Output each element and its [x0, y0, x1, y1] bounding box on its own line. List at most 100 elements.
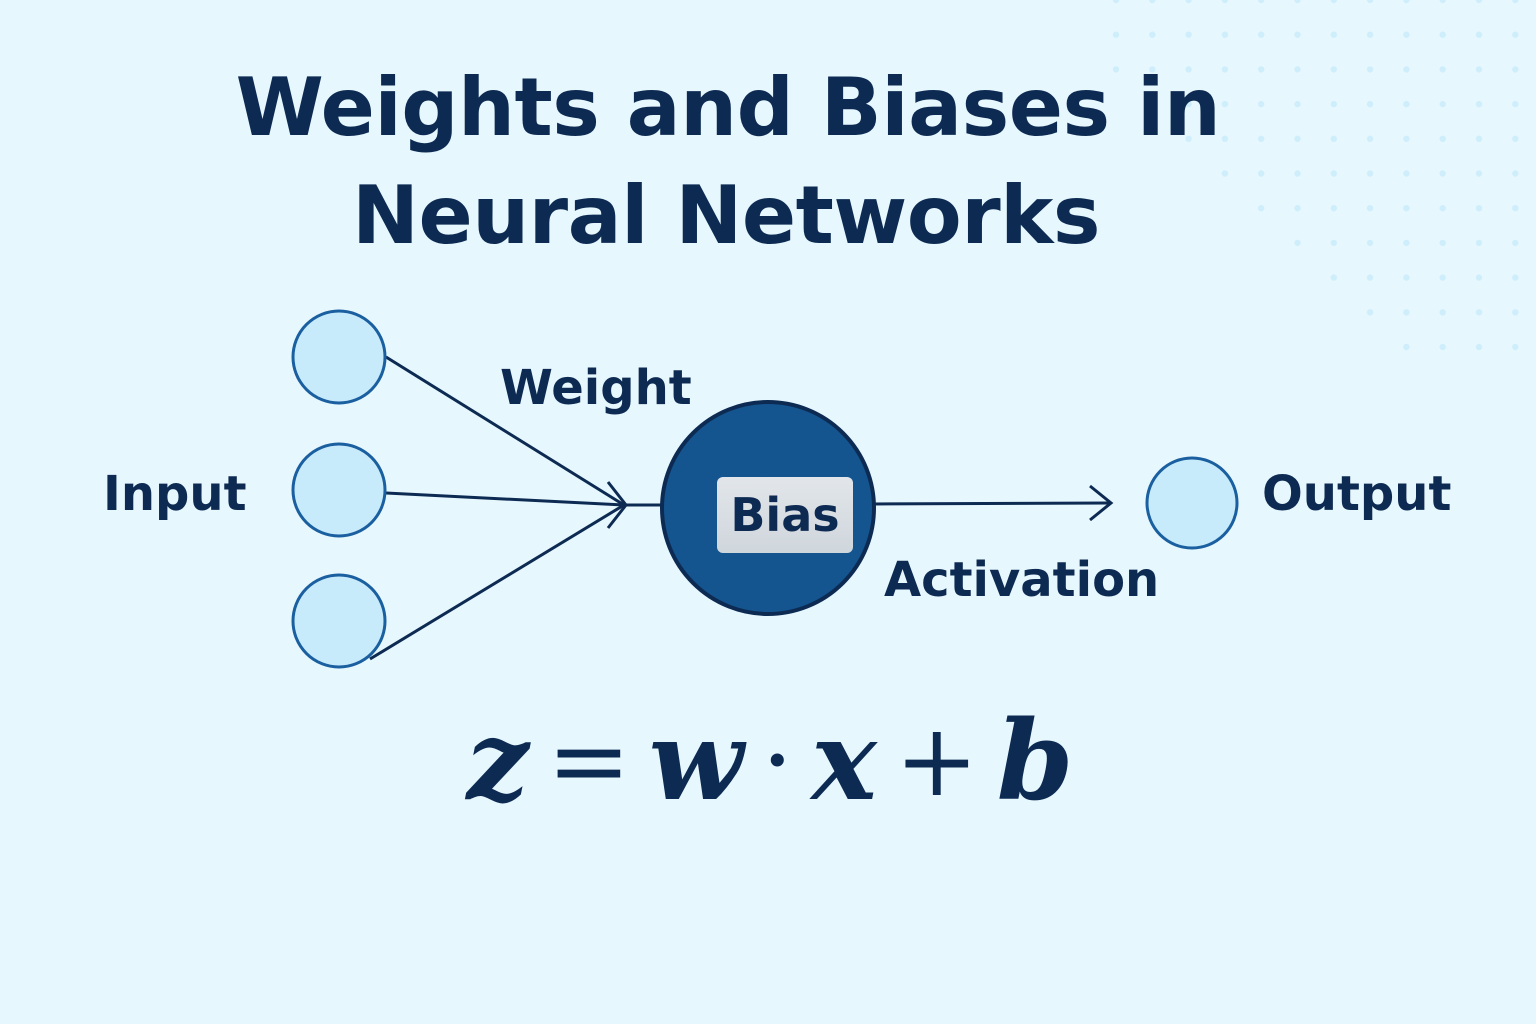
pattern-dot — [1185, 135, 1192, 142]
pattern-dot — [1403, 135, 1410, 142]
weight-label: Weight — [500, 360, 692, 416]
formula-equals: = — [546, 701, 631, 819]
pattern-dot — [1330, 170, 1338, 177]
pattern-dot — [1366, 170, 1374, 177]
pattern-dot — [1185, 100, 1192, 108]
pattern-dot — [1366, 309, 1374, 316]
pattern-dot — [1475, 31, 1483, 38]
formula-x: x — [811, 695, 877, 825]
pattern-dot — [1366, 239, 1374, 247]
formula: z = w · x + b — [466, 696, 1073, 825]
pattern-dot — [1366, 135, 1374, 142]
pattern-dot — [1403, 100, 1410, 108]
pattern-dot — [1330, 239, 1338, 247]
pattern-dot — [1403, 66, 1410, 73]
pattern-dot — [1294, 100, 1301, 108]
output-node — [1145, 456, 1239, 550]
pattern-dot — [1112, 31, 1120, 38]
weight-edge-1 — [385, 355, 625, 507]
pattern-dot — [1221, 135, 1229, 142]
pattern-dot — [1512, 66, 1519, 73]
formula-plus: + — [894, 701, 979, 819]
pattern-dot — [1258, 0, 1265, 4]
pattern-dot — [1221, 31, 1229, 38]
pattern-dot — [1221, 66, 1229, 73]
input-node-1 — [291, 309, 387, 405]
pattern-dot — [1221, 0, 1229, 4]
pattern-dot — [1149, 31, 1156, 38]
pattern-dot — [1439, 135, 1446, 142]
pattern-dot — [1403, 170, 1410, 177]
input-label: Input — [103, 466, 247, 522]
formula-dot: · — [761, 701, 794, 819]
pattern-dot — [1330, 135, 1338, 142]
page-title-line-1: Weights and Biases in — [235, 61, 1221, 154]
pattern-dot — [1475, 309, 1483, 316]
pattern-dot — [1366, 205, 1374, 212]
activation-arrowhead-icon — [1089, 484, 1114, 522]
pattern-dot — [1112, 0, 1120, 4]
output-label: Output — [1262, 466, 1452, 522]
pattern-dot — [1149, 100, 1156, 108]
pattern-dot — [1258, 135, 1265, 142]
pattern-dot — [1439, 100, 1446, 108]
pattern-dot — [1439, 309, 1446, 316]
pattern-dot — [1475, 135, 1483, 142]
pattern-dot — [1330, 274, 1338, 281]
pattern-dot — [1439, 66, 1446, 73]
pattern-dot — [1403, 343, 1410, 351]
formula-b: b — [996, 695, 1074, 825]
pattern-dot — [1258, 170, 1265, 177]
pattern-dot — [1512, 343, 1519, 351]
pattern-dot — [1294, 170, 1301, 177]
pattern-dot — [1475, 170, 1483, 177]
pattern-dot — [1475, 343, 1483, 351]
pattern-dot — [1512, 309, 1519, 316]
input-node-2 — [291, 442, 387, 538]
pattern-dot — [1366, 0, 1374, 4]
activation-label: Activation — [884, 552, 1160, 608]
pattern-dot — [1294, 0, 1301, 4]
pattern-dot — [1403, 0, 1410, 4]
pattern-dot — [1330, 205, 1338, 212]
pattern-dot — [1185, 0, 1192, 4]
pattern-dot — [1512, 170, 1519, 177]
pattern-dot — [1149, 66, 1156, 73]
weight-edge-2 — [385, 491, 625, 507]
pattern-dot — [1439, 343, 1446, 351]
page-title-line-2: Neural Networks — [352, 169, 1100, 262]
pattern-dot — [1403, 309, 1410, 316]
pattern-dot — [1330, 100, 1338, 108]
pattern-dot — [1512, 0, 1519, 4]
pattern-dot — [1403, 239, 1410, 247]
formula-w: w — [648, 695, 744, 825]
pattern-dot — [1294, 239, 1301, 247]
pattern-dot — [1439, 0, 1446, 4]
bias-label: Bias — [730, 488, 840, 542]
pattern-dot — [1403, 274, 1410, 281]
weight-edge-3 — [369, 503, 625, 661]
pattern-dot — [1258, 31, 1265, 38]
pattern-dot — [1366, 274, 1374, 281]
pattern-dot — [1403, 31, 1410, 38]
pattern-dot — [1439, 170, 1446, 177]
pattern-dot — [1294, 66, 1301, 73]
pattern-dot — [1512, 135, 1519, 142]
pattern-dot — [1439, 239, 1446, 247]
pattern-dot — [1185, 66, 1192, 73]
pattern-dot — [1221, 100, 1229, 108]
pattern-dot — [1403, 205, 1410, 212]
pattern-dot — [1258, 66, 1265, 73]
pattern-dot — [1221, 170, 1229, 177]
pattern-dot — [1512, 205, 1519, 212]
pattern-dot — [1439, 274, 1446, 281]
pattern-dot — [1512, 100, 1519, 108]
pattern-dot — [1475, 66, 1483, 73]
input-node-3 — [291, 573, 387, 669]
pattern-dot — [1185, 31, 1192, 38]
pattern-dot — [1439, 31, 1446, 38]
pattern-dot — [1366, 66, 1374, 73]
pattern-dot — [1475, 274, 1483, 281]
pattern-dot — [1475, 239, 1483, 247]
